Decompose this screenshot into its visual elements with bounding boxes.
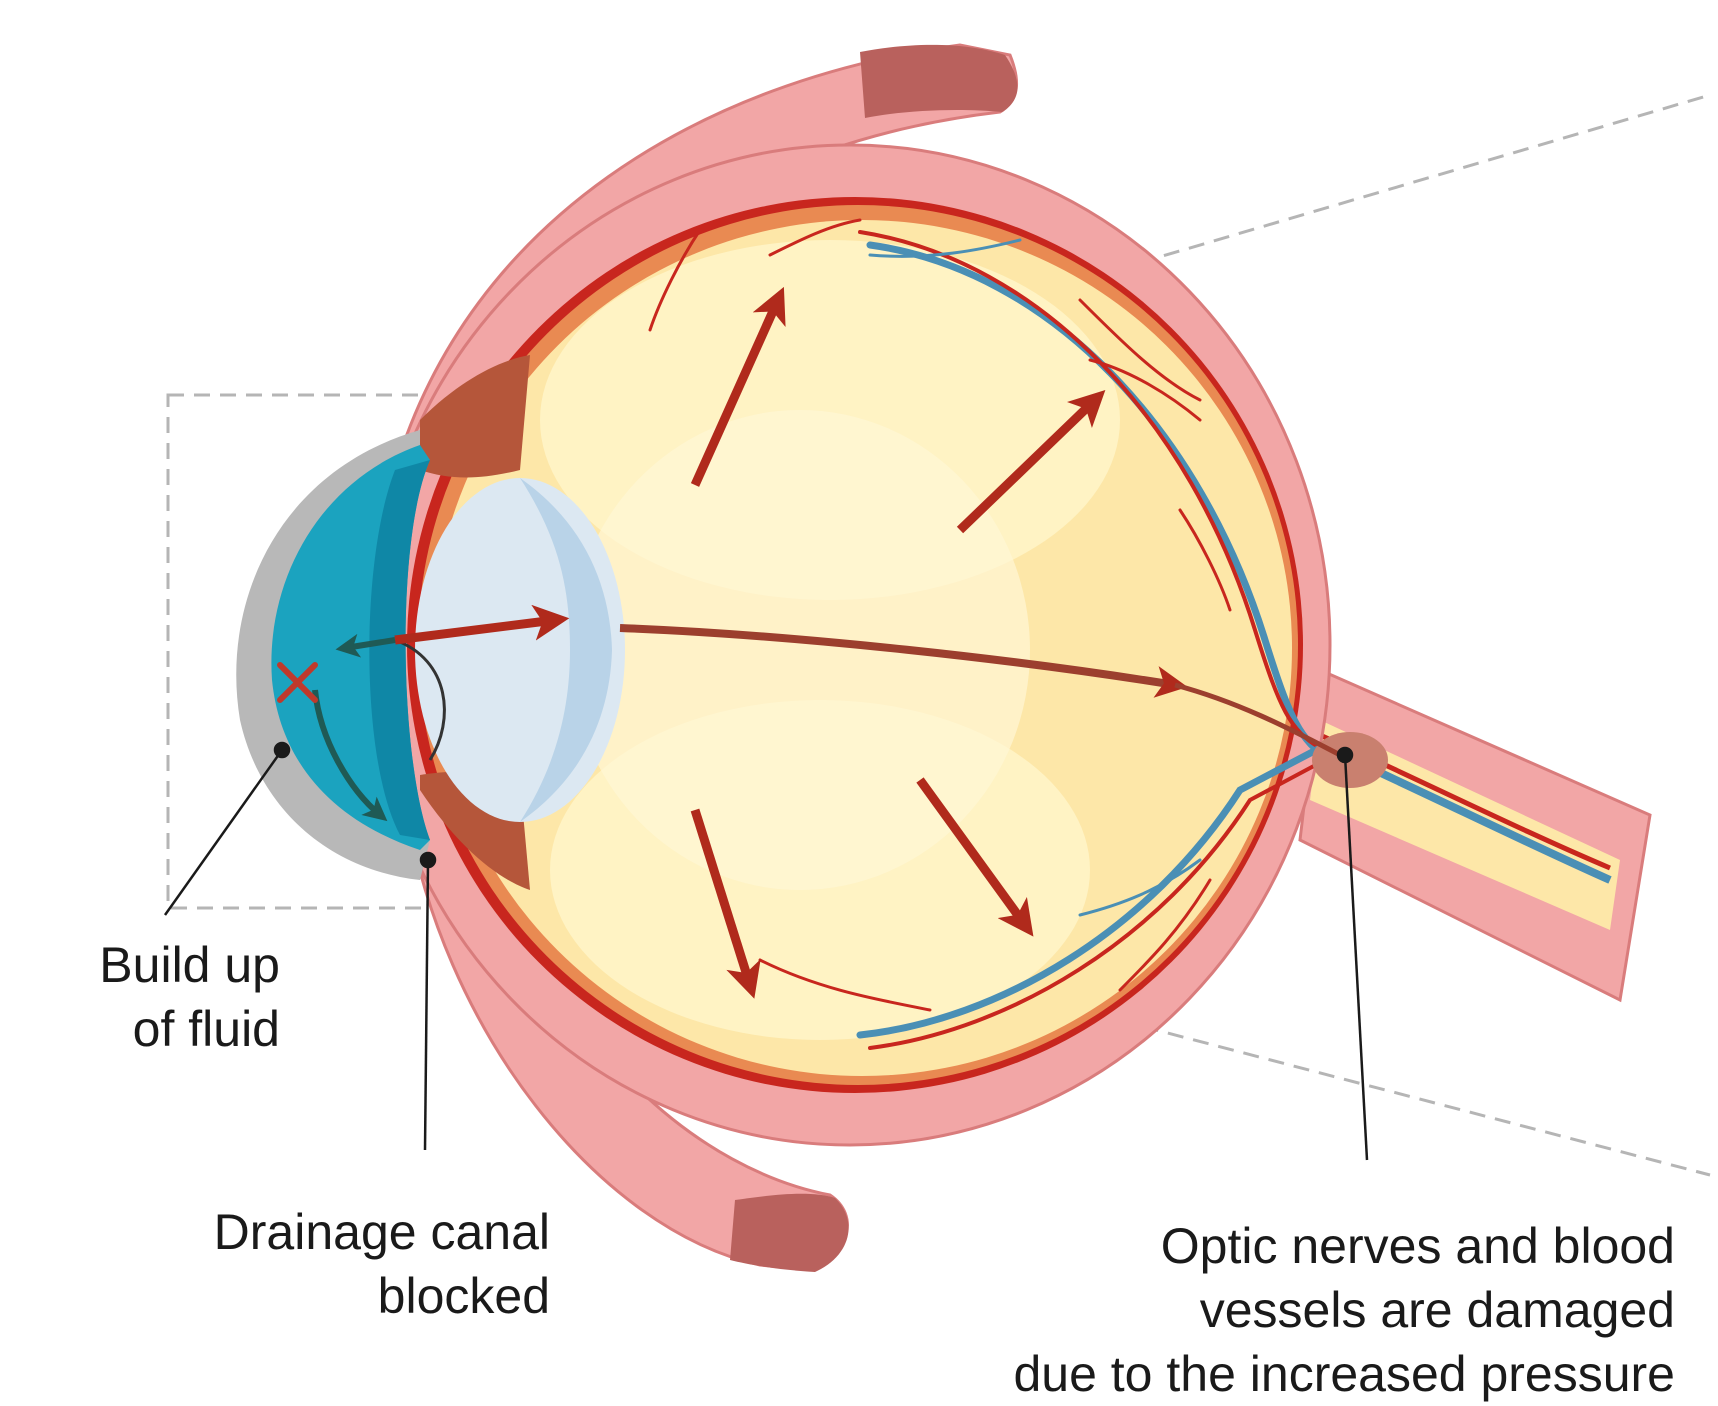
optic-nerve-damage-label: Optic nerves and blood vessels are damag… [900, 1214, 1675, 1406]
build-up-of-fluid-line-2: of fluid [40, 997, 280, 1061]
drainage-canal-blocked-label: Drainage canal blocked [130, 1200, 550, 1328]
optic-nerve [1300, 670, 1650, 1000]
optic-nerve-line-2: vessels are damaged [900, 1278, 1675, 1342]
optic-nerve-line-1: Optic nerves and blood [900, 1214, 1675, 1278]
drainage-canal-line-1: Drainage canal [130, 1200, 550, 1264]
leader-drainage [425, 860, 428, 1150]
build-up-of-fluid-label: Build up of fluid [40, 933, 280, 1061]
drainage-canal-line-2: blocked [130, 1264, 550, 1328]
vitreous-center [570, 410, 1030, 890]
optic-nerve-line-3: due to the increased pressure [900, 1342, 1675, 1406]
leader-fluid [165, 750, 282, 915]
build-up-of-fluid-line-1: Build up [40, 933, 280, 997]
